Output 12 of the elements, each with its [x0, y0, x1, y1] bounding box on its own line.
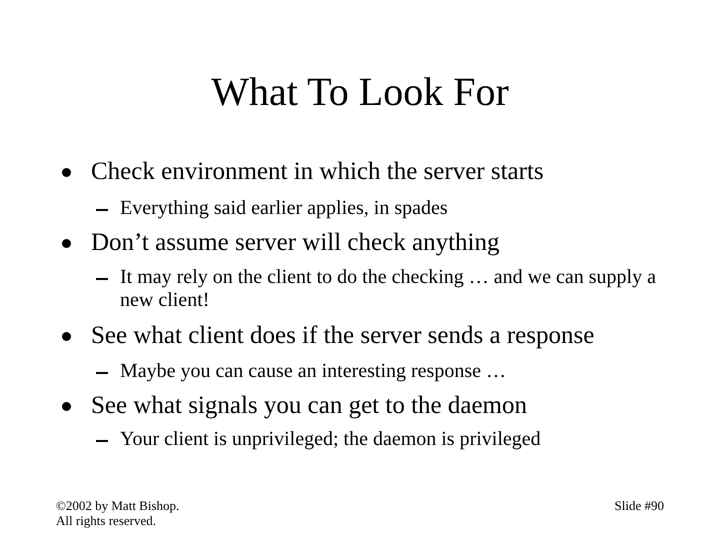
sub-bullet-text: Your client is unprivileged; the daemon is privileged — [120, 428, 541, 451]
bullet-text: Don’t assume server will check anything — [91, 229, 500, 257]
sub-bullet-text: It may rely on the client to do the checking … and we can supply a new client! — [120, 266, 657, 312]
sub-bullet-text: Everything said earlier applies, in spades — [120, 197, 448, 220]
sub-bullet-text: Maybe you can cause an interesting response … — [120, 360, 506, 383]
footer-text: All rights reserved. — [56, 513, 156, 529]
footer-text: Slide #90 — [614, 498, 664, 514]
bullet-text: See what client does if the server sends a response — [91, 322, 594, 350]
slide-title: What To Look For — [210, 68, 510, 116]
footer-text: ©2002 by Matt Bishop. — [56, 498, 180, 514]
bullet-text: See what signals you can get to the daemon — [91, 392, 527, 420]
bullet-text: Check environment in which the server starts — [91, 158, 544, 186]
